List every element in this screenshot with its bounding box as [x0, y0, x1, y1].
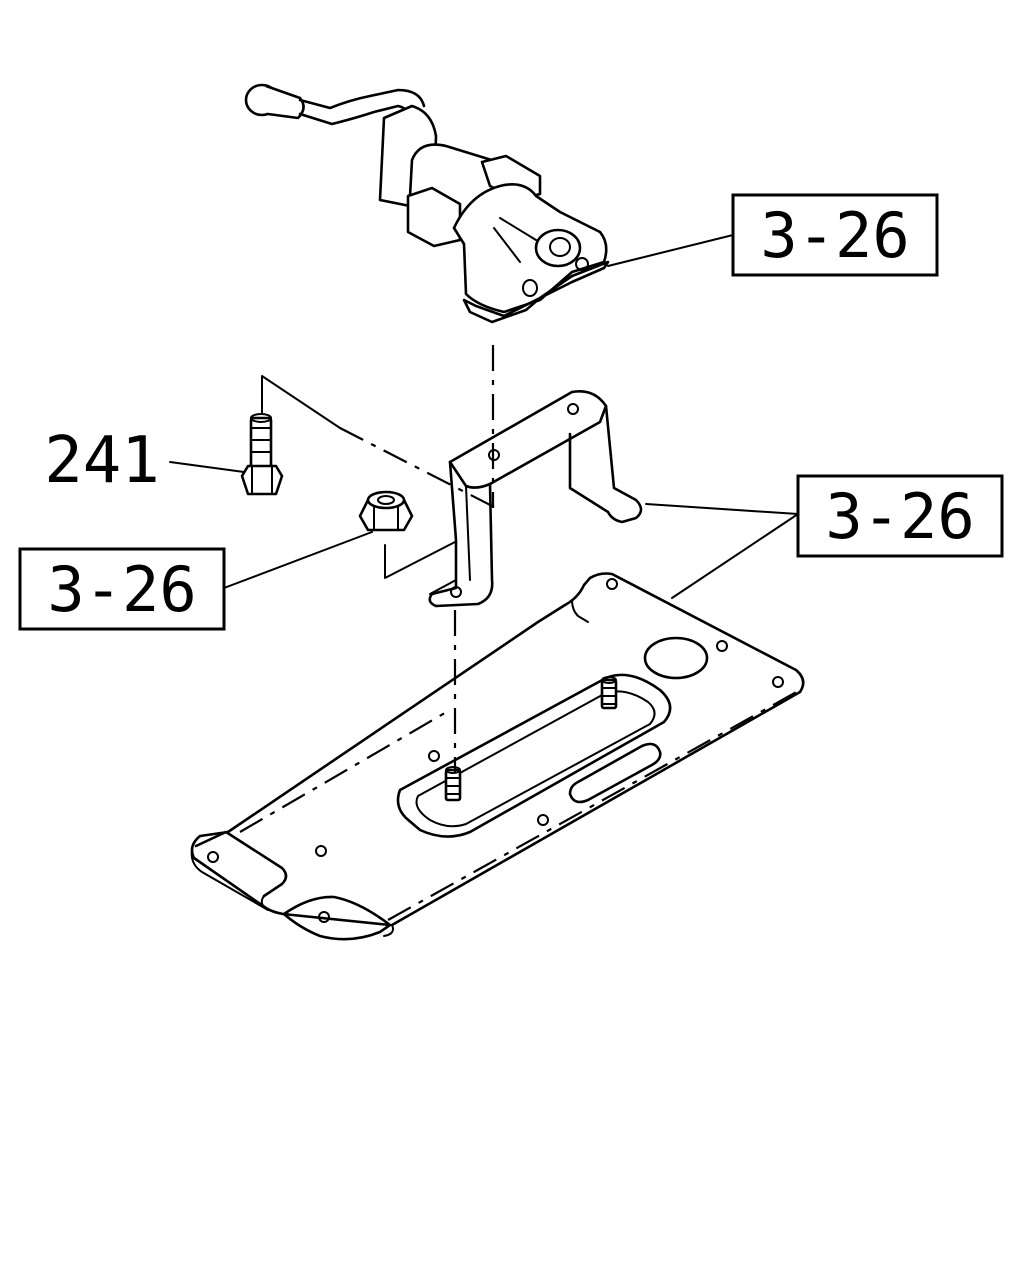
part-number-label[interactable]: 241: [44, 424, 160, 498]
stud: [600, 676, 618, 710]
bolt-241: [240, 413, 284, 496]
mounting-bracket: [428, 390, 643, 608]
flange-nut: [358, 490, 414, 532]
base-plate: [190, 572, 805, 941]
callout-label: 3-26: [825, 480, 974, 553]
callout-label: 3-26: [760, 199, 909, 272]
callout-box-right[interactable]: 3-26: [796, 474, 1004, 558]
callout-label: 3-26: [47, 553, 196, 626]
callout-box-top[interactable]: 3-26: [731, 193, 939, 277]
control-lever-assembly: [244, 83, 610, 324]
callout-box-left[interactable]: 3-26: [18, 547, 226, 631]
stud: [444, 766, 462, 802]
